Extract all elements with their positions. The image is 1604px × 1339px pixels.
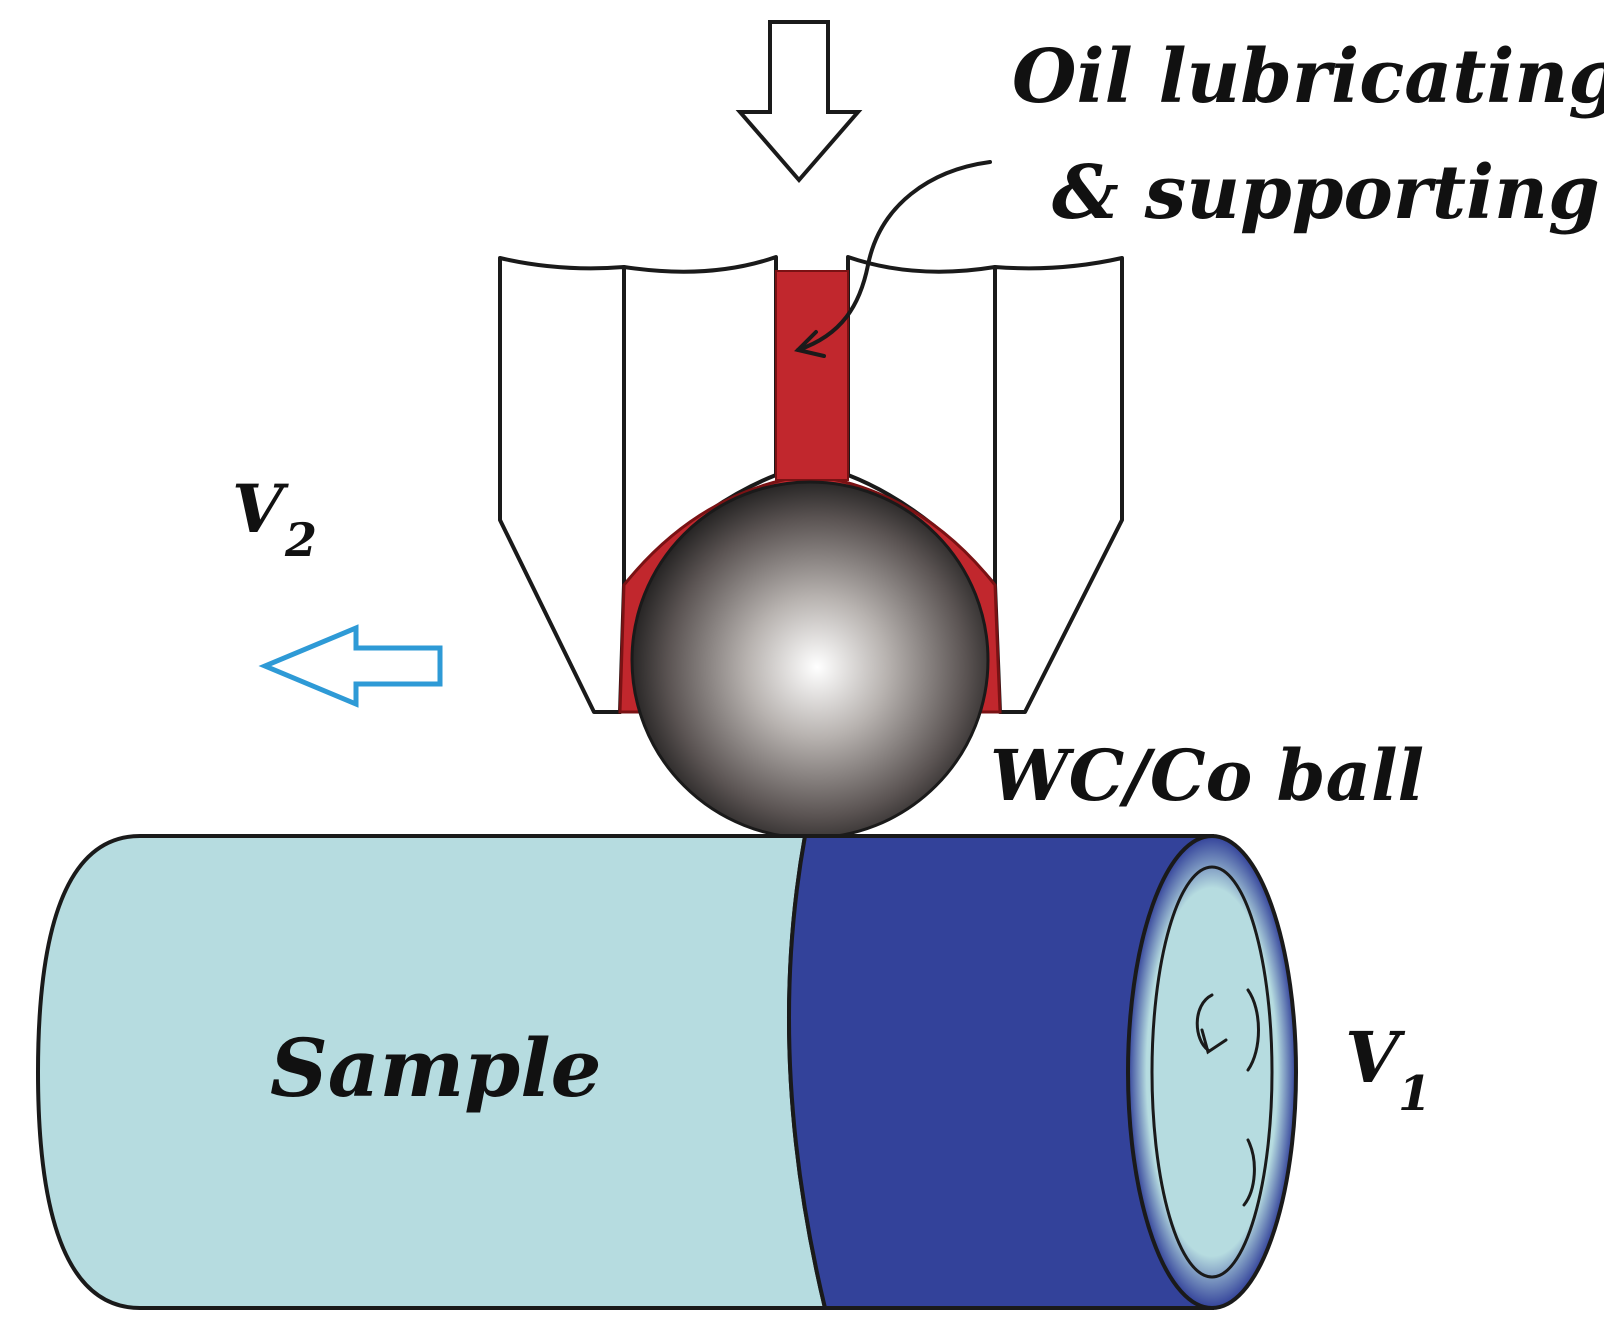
v2-label: V: [232, 470, 289, 548]
feed-left-arrow-icon: [258, 624, 443, 708]
sample-end-face: [1126, 834, 1298, 1310]
v2-subscript: 2: [284, 513, 317, 567]
oil-label-line1: Oil lubricating: [1012, 34, 1604, 120]
oil-label-line2: & supporting: [1052, 150, 1600, 236]
tool-holder-right-wall: [993, 256, 1124, 714]
v1-label: V: [1345, 1016, 1406, 1099]
load-down-arrow-icon: [735, 20, 863, 184]
curved-pointer-arrow-icon: [794, 160, 992, 358]
sample-end-inner-ring: [1150, 865, 1274, 1279]
oil-channel: [775, 270, 849, 481]
rotation-arrow-icon: [1195, 988, 1260, 1207]
tool-holder-left-wall: [498, 256, 626, 714]
ball-label: WC/Co ball: [990, 734, 1424, 817]
sample-cylinder: [35, 834, 1298, 1310]
tool-holder: [498, 255, 1124, 714]
v1-subscript: 1: [1398, 1066, 1431, 1122]
wc-co-ball: [630, 480, 990, 840]
sample-label: Sample: [270, 1021, 601, 1115]
sample-burnished-section: [787, 834, 1214, 1310]
